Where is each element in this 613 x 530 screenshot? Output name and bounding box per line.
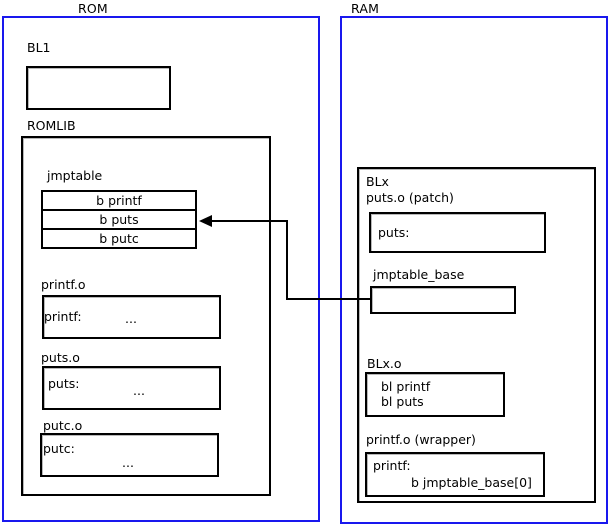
blx-caption: BLx [366, 174, 389, 189]
puts-o-box [42, 366, 221, 410]
romlib-caption: ROMLIB [27, 118, 76, 133]
ram-region-label: RAM [351, 1, 380, 16]
putc-o-box [40, 433, 219, 477]
blx-o-caption: BLx.o [367, 356, 402, 371]
jmptable-entry-0: b printf [41, 190, 197, 211]
blx-o-line-1: bl puts [381, 394, 424, 409]
puts-patch-box [369, 212, 546, 253]
printf-o-symbol: printf: [44, 309, 82, 324]
putc-o-symbol: putc: [43, 441, 75, 456]
puts-o-symbol: puts: [48, 376, 80, 391]
putc-o-body: ... [122, 455, 134, 470]
blx-o-line-0: bl printf [381, 379, 431, 394]
puts-o-body: ... [133, 383, 145, 398]
bl1-box [26, 66, 171, 110]
printf-wrapper-instruction: b jmptable_base[0] [411, 475, 532, 490]
rom-region-box [2, 16, 320, 522]
jmptable-entry-2: b putc [41, 228, 197, 249]
bl1-caption: BL1 [27, 40, 51, 55]
printf-wrapper-box [365, 452, 545, 497]
printf-o-box [42, 295, 221, 339]
printf-o-caption: printf.o [41, 277, 86, 292]
printf-wrapper-caption: printf.o (wrapper) [366, 432, 476, 447]
jmptable-rows: b printf b puts b putc [41, 190, 197, 249]
printf-wrapper-symbol: printf: [373, 458, 411, 473]
blx-o-box [365, 372, 505, 417]
puts-o-caption: puts.o [41, 350, 80, 365]
rom-region-label: ROM [78, 1, 108, 16]
connector-segment-vertical [286, 220, 288, 300]
jmptable-caption: jmptable [47, 168, 103, 183]
connector-segment-bottom [286, 298, 372, 300]
jmptable-base-caption: jmptable_base [373, 267, 465, 282]
puts-patch-symbol: puts: [378, 225, 410, 240]
ram-region-box [340, 16, 608, 524]
connector-arrowhead-icon [199, 215, 212, 227]
putc-o-caption: putc.o [43, 418, 83, 433]
printf-o-body: ... [125, 311, 137, 326]
connector-segment-top [211, 220, 288, 222]
jmptable-base-box [370, 286, 516, 314]
puts-patch-caption: puts.o (patch) [366, 190, 454, 205]
jmptable-entry-1: b puts [41, 209, 197, 230]
